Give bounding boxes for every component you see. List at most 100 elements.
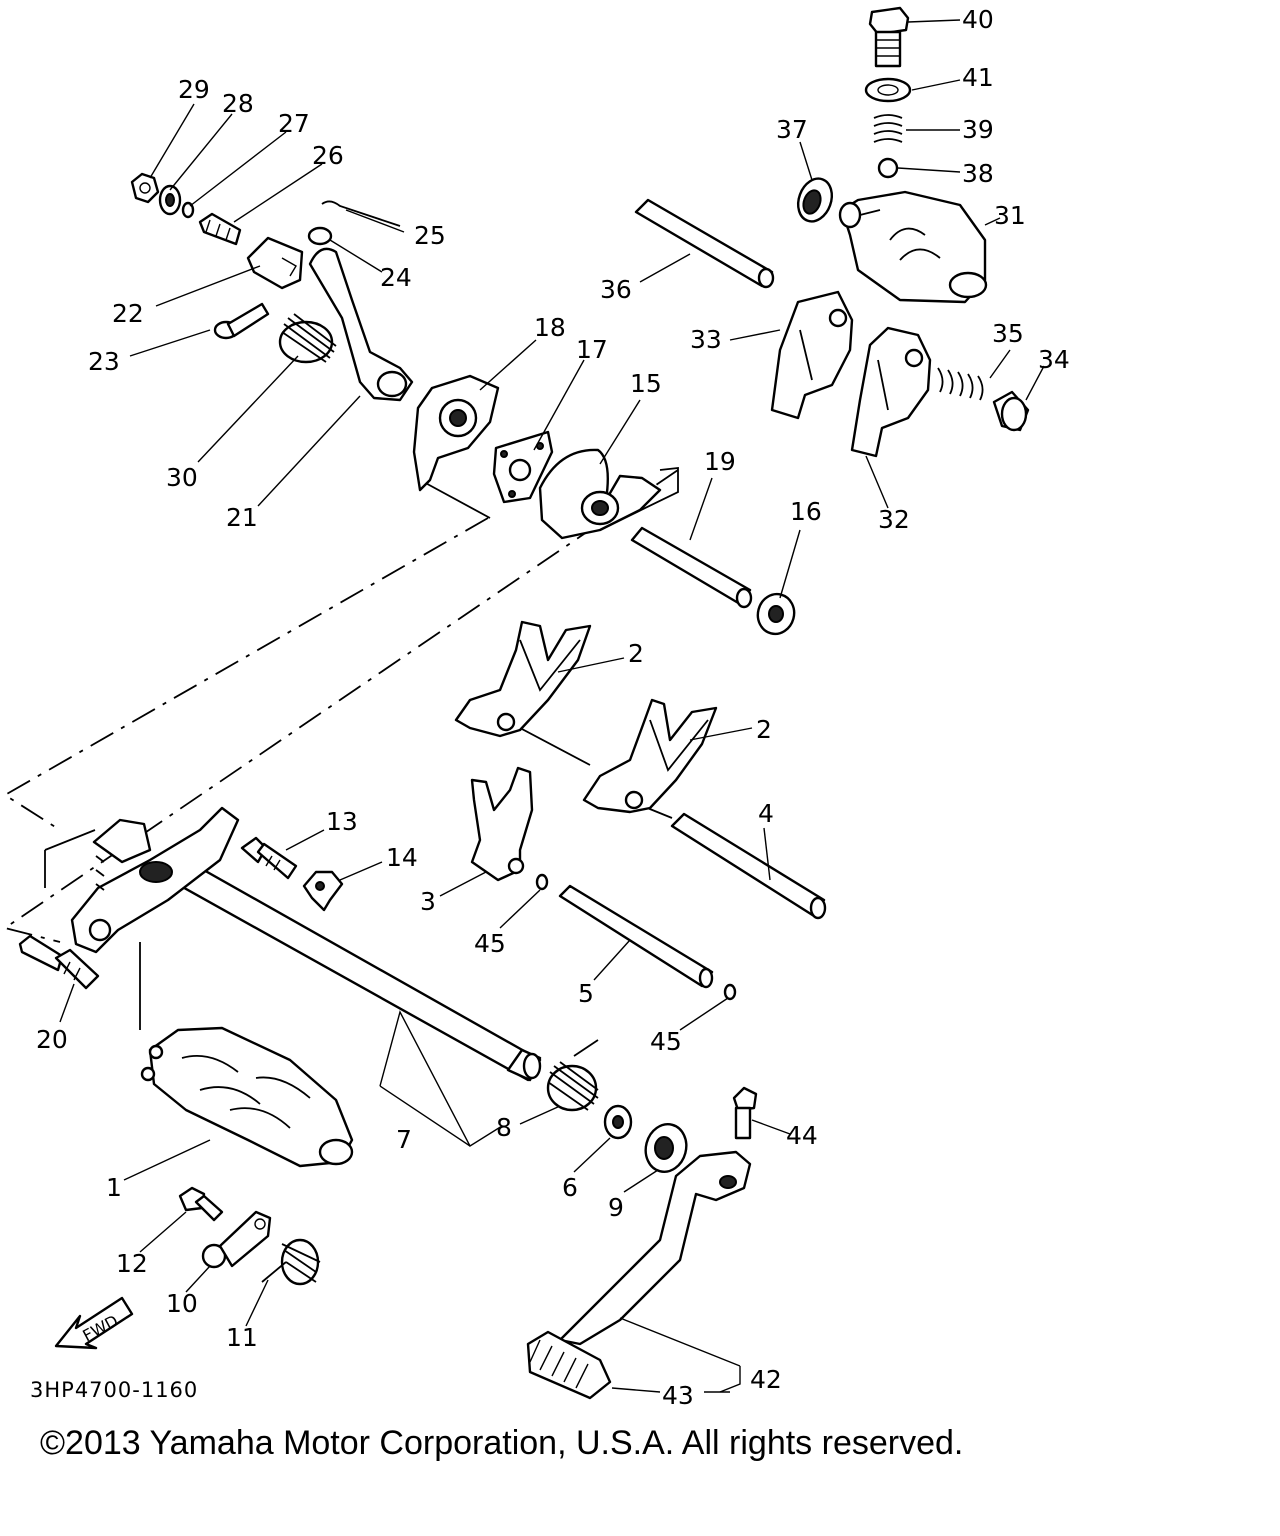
part-13-bolt bbox=[240, 836, 298, 880]
part-43-rubber bbox=[526, 1330, 612, 1400]
part-8-spring bbox=[546, 1039, 599, 1112]
part-2-shift-fork-lower bbox=[582, 698, 718, 814]
callout-21: 21 bbox=[226, 503, 258, 532]
part-12-bolt bbox=[178, 1186, 224, 1222]
leader-lines bbox=[59, 19, 1045, 1393]
callout-11: 11 bbox=[226, 1323, 258, 1352]
callout-30: 30 bbox=[166, 463, 198, 492]
callout-7: 7 bbox=[396, 1125, 412, 1154]
part-25-cotter-pin bbox=[321, 200, 401, 227]
callout-33: 33 bbox=[690, 325, 722, 354]
part-18-shift-lever bbox=[412, 374, 500, 492]
callout-20: 20 bbox=[36, 1025, 68, 1054]
callout-2-lower: 2 bbox=[756, 715, 772, 744]
callout-45-upper: 45 bbox=[474, 929, 506, 958]
callout-labels: 40 41 39 38 37 31 36 33 35 34 32 29 28 2… bbox=[36, 5, 1070, 1410]
callout-43: 43 bbox=[662, 1381, 694, 1410]
callout-19: 19 bbox=[704, 447, 736, 476]
callout-22: 22 bbox=[112, 299, 144, 328]
part-16-washer bbox=[756, 592, 796, 636]
part-36-fork-shaft bbox=[634, 198, 775, 289]
part-34-collar bbox=[992, 390, 1030, 432]
part-41-washer bbox=[864, 77, 912, 103]
part-21-shift-arm bbox=[308, 247, 414, 402]
callout-14: 14 bbox=[386, 843, 418, 872]
callout-27: 27 bbox=[278, 109, 310, 138]
part-23-pin bbox=[213, 302, 270, 340]
part-33-shift-fork bbox=[770, 290, 854, 420]
callout-37: 37 bbox=[776, 115, 808, 144]
callout-17: 17 bbox=[576, 335, 608, 364]
callout-32: 32 bbox=[878, 505, 910, 534]
part-5-fork-shaft bbox=[558, 884, 714, 989]
callout-4: 4 bbox=[758, 799, 774, 828]
callout-40: 40 bbox=[962, 5, 994, 34]
callout-35: 35 bbox=[992, 319, 1024, 348]
part-30-spring bbox=[278, 313, 337, 364]
part-45-o-ring-upper bbox=[535, 873, 549, 891]
fwd-arrow-icon: FWD bbox=[54, 1296, 134, 1350]
part-45-o-ring-lower bbox=[723, 983, 737, 1001]
callout-44: 44 bbox=[786, 1121, 818, 1150]
callout-13: 13 bbox=[326, 807, 358, 836]
part-3-shift-fork bbox=[470, 766, 534, 882]
part-9-oil-seal bbox=[644, 1123, 688, 1173]
part-27-o-ring bbox=[181, 201, 195, 219]
part-37-bearing bbox=[796, 177, 834, 223]
part-31-shift-drum bbox=[838, 190, 988, 304]
callout-12: 12 bbox=[116, 1249, 148, 1278]
callout-2-upper: 2 bbox=[628, 639, 644, 668]
part-4-fork-shaft bbox=[670, 812, 827, 920]
callout-15: 15 bbox=[630, 369, 662, 398]
callout-42: 42 bbox=[750, 1365, 782, 1394]
callout-39: 39 bbox=[962, 115, 994, 144]
callout-10: 10 bbox=[166, 1289, 198, 1318]
callout-28: 28 bbox=[222, 89, 254, 118]
callout-3: 3 bbox=[420, 887, 436, 916]
callout-34: 34 bbox=[1038, 345, 1070, 374]
callout-45-lower: 45 bbox=[650, 1027, 682, 1056]
callout-38: 38 bbox=[962, 159, 994, 188]
part-39-spring bbox=[873, 114, 903, 143]
part-35-spring bbox=[937, 367, 984, 401]
callout-9: 9 bbox=[608, 1193, 624, 1222]
callout-8: 8 bbox=[496, 1113, 512, 1142]
part-32-shift-fork bbox=[850, 326, 932, 458]
part-6-washer bbox=[603, 1104, 633, 1140]
part-20-bolt bbox=[18, 934, 100, 990]
part-44-bolt bbox=[732, 1086, 758, 1140]
part-10-stopper-lever bbox=[201, 1210, 272, 1269]
part-1-shift-drum bbox=[140, 1026, 354, 1168]
part-2-shift-fork-upper bbox=[454, 620, 592, 738]
callout-31: 31 bbox=[994, 201, 1026, 230]
part-22-joint bbox=[246, 236, 304, 290]
part-11-torsion-spring bbox=[261, 1238, 321, 1286]
callout-6: 6 bbox=[562, 1173, 578, 1202]
callout-1: 1 bbox=[106, 1173, 122, 1202]
part-38-ball bbox=[877, 157, 899, 179]
diagram-code: 3HP4700-1160 bbox=[30, 1378, 199, 1402]
callout-41: 41 bbox=[962, 63, 994, 92]
part-26-bolt bbox=[198, 212, 242, 246]
callout-24: 24 bbox=[380, 263, 412, 292]
part-19-shaft bbox=[630, 526, 753, 609]
callout-36: 36 bbox=[600, 275, 632, 304]
callout-23: 23 bbox=[88, 347, 120, 376]
callout-16: 16 bbox=[790, 497, 822, 526]
part-42-shift-pedal bbox=[558, 1150, 752, 1346]
part-14-stopper bbox=[302, 870, 344, 912]
part-40-bolt bbox=[868, 6, 910, 68]
callout-5: 5 bbox=[578, 979, 594, 1008]
reference-lines bbox=[2, 466, 679, 1030]
callout-18: 18 bbox=[534, 313, 566, 342]
part-15-segment bbox=[538, 448, 662, 540]
part-7-shift-shaft bbox=[70, 806, 542, 1082]
part-29-nut bbox=[130, 172, 160, 204]
callout-26: 26 bbox=[312, 141, 344, 170]
callout-29: 29 bbox=[178, 75, 210, 104]
part-28-washer bbox=[158, 184, 182, 216]
part-17-plate bbox=[492, 430, 554, 504]
callout-25: 25 bbox=[414, 221, 446, 250]
copyright-notice: ©2013 Yamaha Motor Corporation, U.S.A. A… bbox=[40, 1424, 964, 1462]
